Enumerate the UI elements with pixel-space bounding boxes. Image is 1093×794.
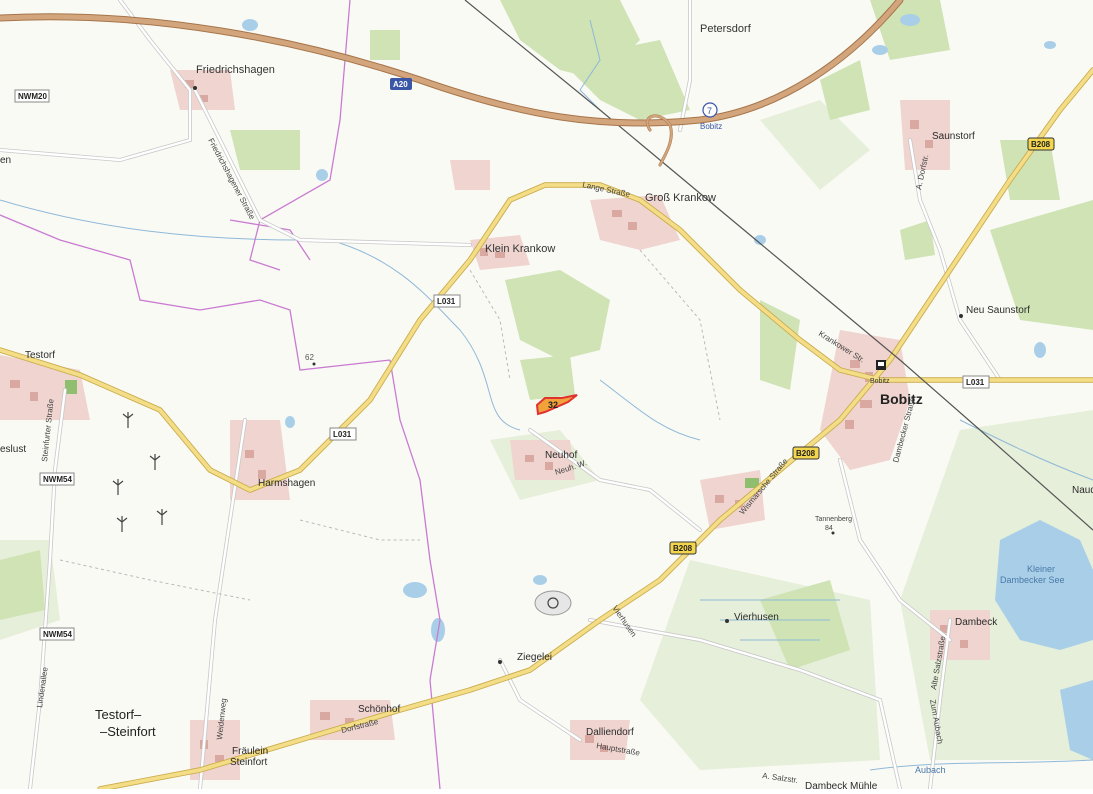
label-tannenberg-height: 84: [825, 525, 833, 532]
svg-text:B208: B208: [796, 449, 816, 458]
motorway-a20: [0, 0, 904, 167]
train-station-icon[interactable]: [876, 360, 886, 370]
shield-nwm20: NWM20: [14, 89, 50, 103]
water-labels: Kleiner Dambecker See Aubach: [915, 564, 1065, 775]
label-height-62: 62: [305, 353, 314, 362]
label-eslust: eslust: [0, 444, 26, 455]
point-markers: [193, 86, 963, 664]
label-bobitz: Bobitz: [880, 391, 923, 407]
shield-l031-c: L031: [962, 375, 990, 389]
motorway-exit-marker[interactable]: 7 Bobitz: [700, 102, 722, 131]
label-harmshagen: Harmshagen: [258, 478, 315, 489]
kleiner-dambecker-see: [995, 520, 1093, 650]
svg-text:A20: A20: [393, 80, 408, 89]
exit-number: 7: [707, 106, 712, 116]
label-neuhof: Neuhof: [545, 450, 577, 461]
svg-text:L031: L031: [966, 378, 985, 387]
label-testorf: Testorf: [25, 350, 55, 361]
tracks: [59, 249, 721, 601]
label-dambeck: Dambeck: [955, 617, 998, 628]
svg-text:B208: B208: [1031, 140, 1051, 149]
shield-b208-a: B208: [1027, 137, 1055, 151]
shield-l031-a: L031: [433, 294, 461, 308]
forest-areas: [0, 0, 1093, 670]
shield-nwm54-b: NWM54: [39, 627, 75, 641]
parcel-number: 32: [548, 400, 558, 410]
minor-roads: [0, 0, 1002, 791]
shield-b208-c: B208: [669, 541, 697, 555]
svg-text:B208: B208: [673, 544, 693, 553]
label-dambecker-see: Dambecker See: [1000, 575, 1065, 585]
shield-a20: A20: [390, 78, 412, 90]
label-gross-krankow: Groß Krankow: [645, 192, 716, 204]
svg-text:NWM54: NWM54: [43, 630, 72, 639]
shield-b208-b: B208: [792, 446, 820, 460]
buildings: [10, 80, 968, 762]
svg-text:L031: L031: [437, 297, 456, 306]
label-steinfort: Steinfort: [230, 757, 267, 768]
label-testorf-steinfort-1: Testorf–: [95, 707, 142, 722]
shield-l031-b: L031: [329, 427, 357, 441]
parcel-marker[interactable]: 32: [535, 394, 578, 416]
label-bobitz-station: Bobitz: [870, 378, 890, 385]
label-aubach: Aubach: [915, 765, 946, 775]
label-saunstorf: Saunstorf: [932, 131, 975, 142]
urban-areas: [0, 70, 990, 780]
place-labels: Friedrichshagen Petersdorf Saunstorf Gro…: [0, 23, 1093, 792]
label-ziegelei: Ziegelei: [517, 652, 552, 663]
label-klein-krankow: Klein Krankow: [485, 243, 555, 255]
label-tannenberg: Tannenberg: [815, 516, 852, 523]
label-kleiner: Kleiner: [1027, 564, 1055, 574]
svg-text:NWM20: NWM20: [18, 92, 47, 101]
label-naud: Naud: [1072, 485, 1093, 496]
shield-nwm54-a: NWM54: [39, 472, 75, 486]
label-neu-saunstorf: Neu Saunstorf: [966, 305, 1030, 316]
label-weidenweg: Weidenweg: [215, 698, 228, 740]
label-dambeck-muehle: Dambeck Mühle: [805, 781, 878, 789]
label-en: en: [0, 155, 11, 166]
wind-turbine-icons: [112, 412, 168, 532]
exit-name: Bobitz: [700, 122, 722, 131]
quarry-feature: [534, 590, 572, 616]
label-friedrichshagen: Friedrichshagen: [196, 64, 275, 76]
label-vierhusen: Vierhusen: [734, 612, 779, 623]
water-bodies: [242, 14, 1093, 760]
label-testorf-steinfort-2: –Steinfort: [100, 724, 156, 739]
label-fraeulein: Fräulein: [232, 746, 268, 757]
label-dalliendorf: Dalliendorf: [586, 727, 634, 738]
svg-text:NWM54: NWM54: [43, 475, 72, 484]
label-petersdorf: Petersdorf: [700, 23, 752, 35]
admin-boundaries: [0, 0, 441, 790]
railway: [464, 0, 1093, 531]
road-shields: A20 NWM20 NWM54 NWM54 L031 L031 L031 B2: [14, 78, 1055, 641]
svg-text:L031: L031: [333, 430, 352, 439]
label-schoenhof: Schönhof: [358, 704, 400, 715]
